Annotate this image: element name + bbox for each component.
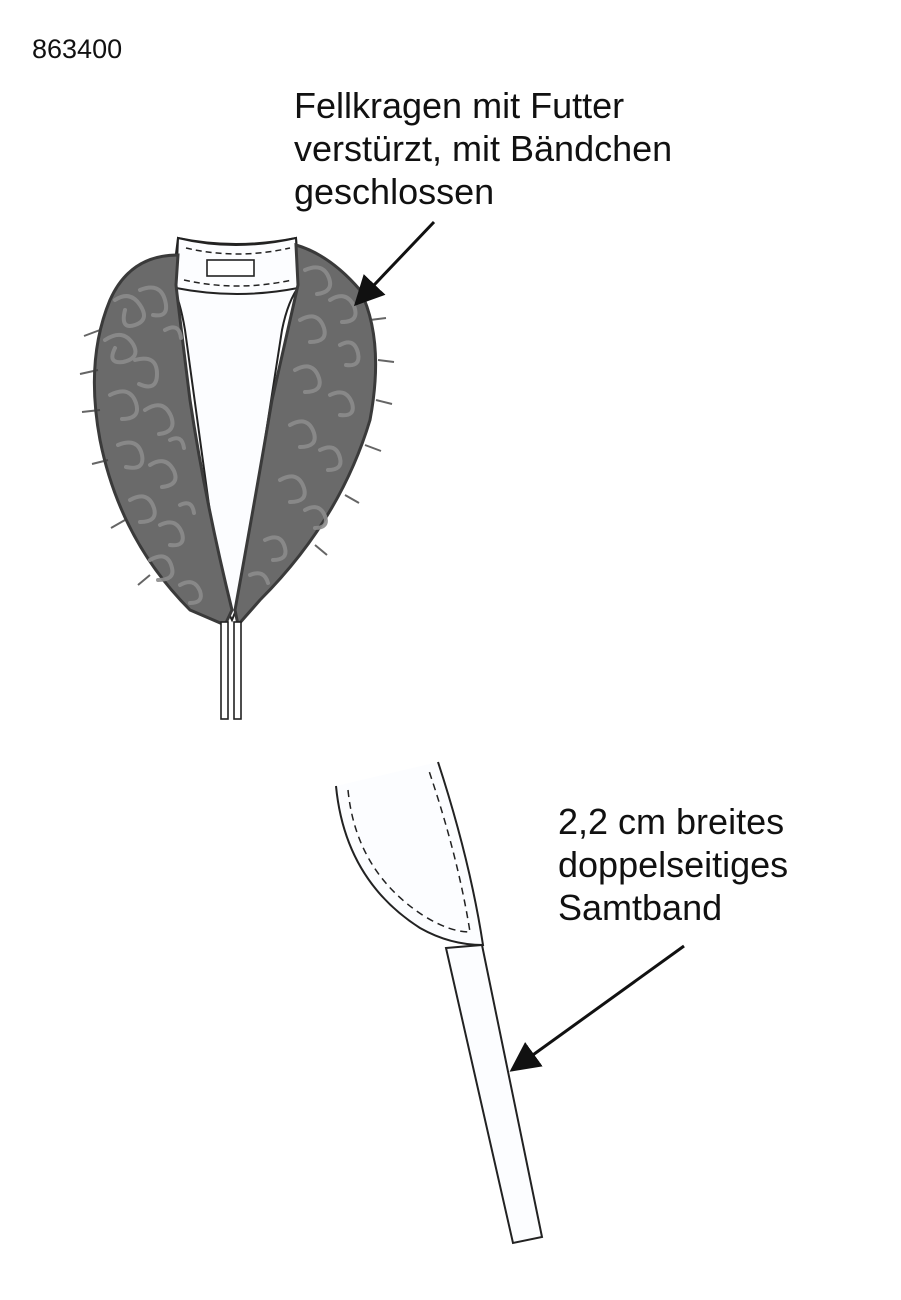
label-tag <box>206 259 255 277</box>
tie-right <box>233 621 242 720</box>
collar-callout-line-3: geschlossen <box>294 171 495 212</box>
ribbon-callout-label: 2,2 cm breites doppelseitiges Samtband <box>558 800 788 929</box>
collar-callout-label: Fellkragen mit Futter verstürzt, mit Bän… <box>294 84 672 213</box>
ribbon-detail-drawing <box>335 761 544 1245</box>
tie-left <box>220 621 229 720</box>
collar-edge-detail <box>335 761 485 947</box>
collar-callout-arrow <box>353 220 436 307</box>
collar-callout-line-2: verstürzt, mit Bändchen <box>294 128 673 169</box>
ribbon-callout-line-2: doppelseitiges <box>558 844 789 885</box>
collar-callout-line-1: Fellkragen mit Futter <box>294 85 625 126</box>
fur-lapel-left <box>92 253 234 627</box>
ribbon-callout-arrow <box>509 944 685 1072</box>
fur-collar-drawing <box>79 236 395 720</box>
article-number: 863400 <box>32 34 123 64</box>
ribbon-callout-line-1: 2,2 cm breites <box>558 801 785 842</box>
velvet-ribbon <box>444 943 544 1245</box>
ribbon-callout-line-3: Samtband <box>558 887 723 928</box>
